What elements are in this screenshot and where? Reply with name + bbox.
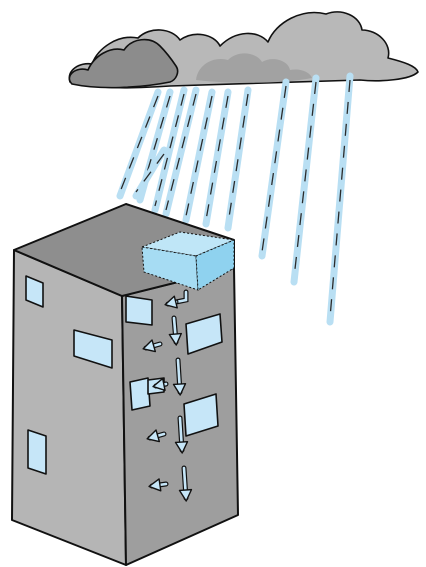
rain-streak	[262, 82, 286, 256]
side-window	[126, 296, 152, 325]
cloud-icon	[69, 12, 418, 88]
rain-streak	[228, 90, 248, 228]
rain-streak	[294, 78, 316, 282]
side-window	[130, 378, 150, 410]
front-window	[28, 430, 46, 474]
rain-streak	[330, 76, 350, 322]
